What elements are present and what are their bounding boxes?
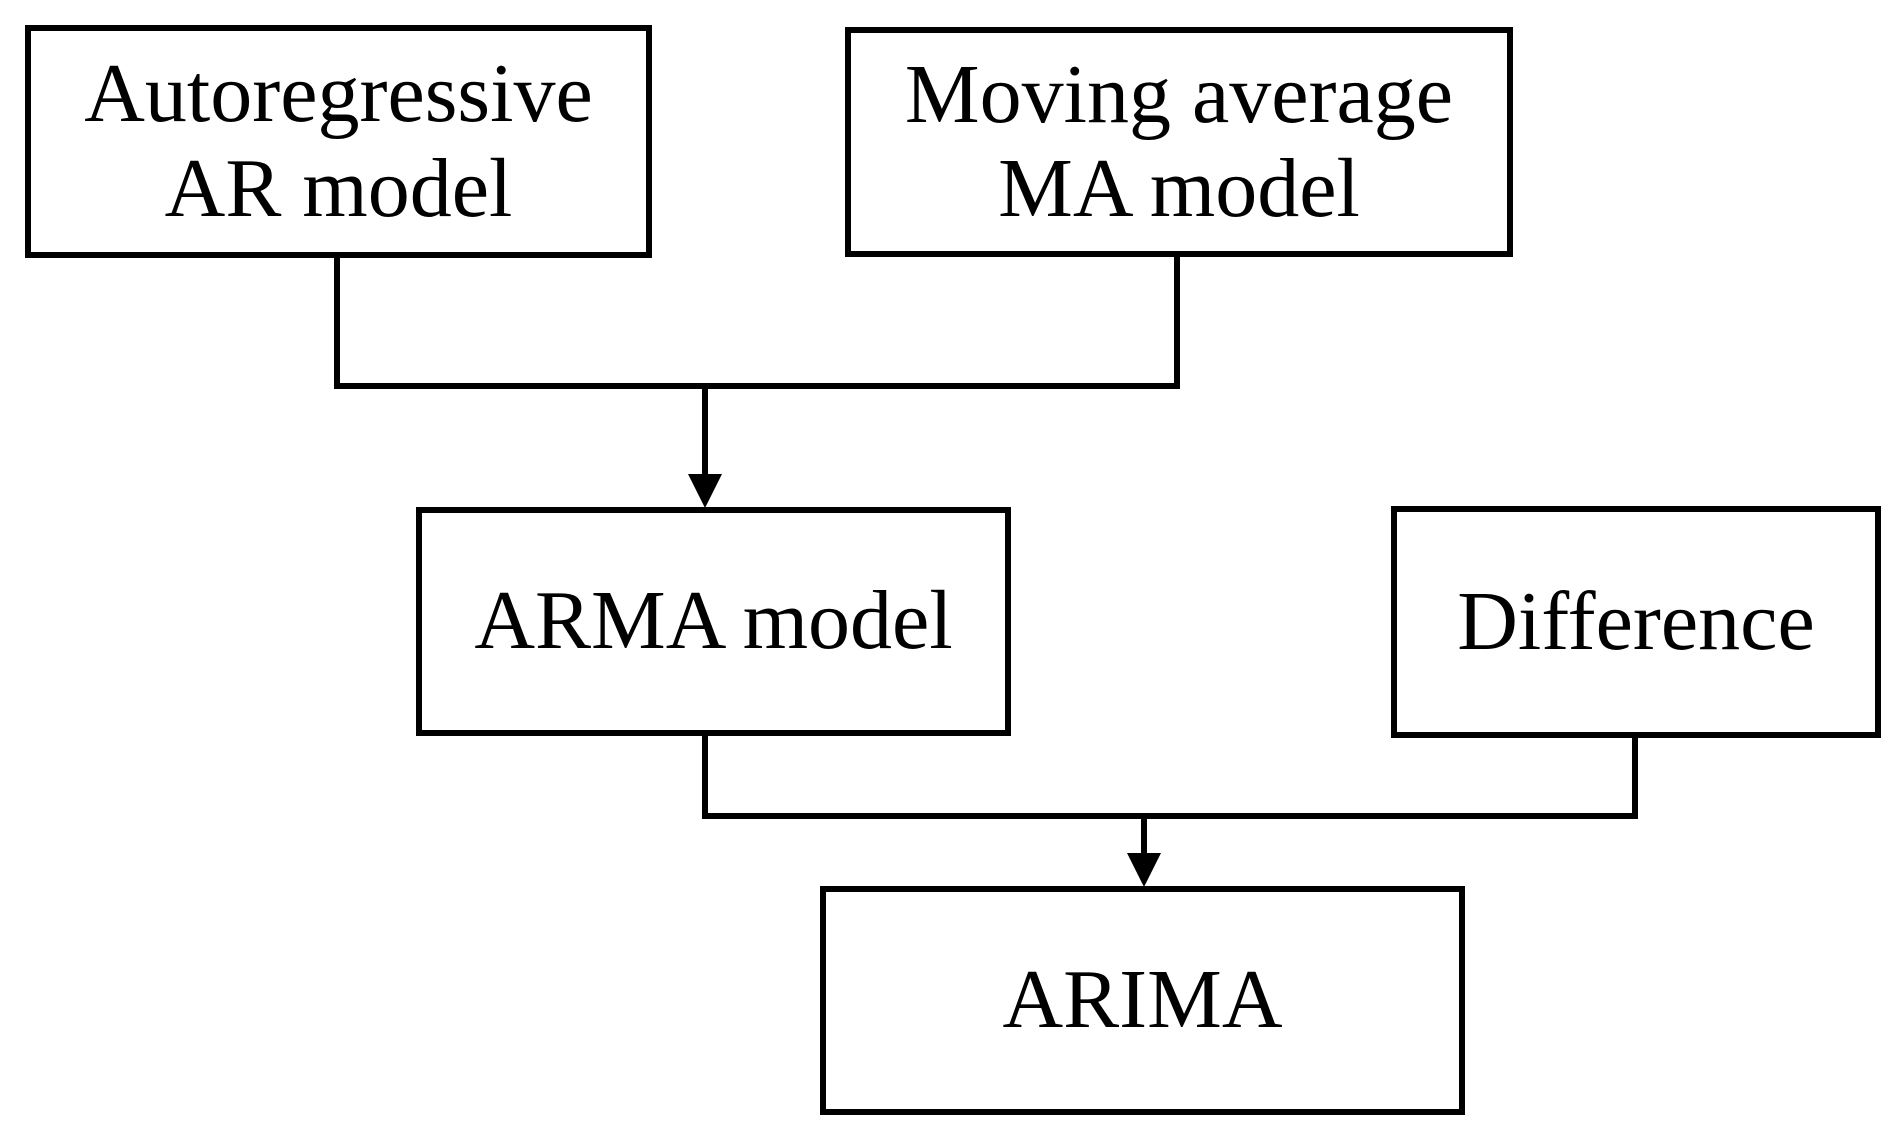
node-arima: ARIMA [820,886,1465,1115]
node-arma-label: ARMA model [474,574,953,668]
connector-junction-bar-1 [334,383,1180,389]
connector-arma-drop [702,735,708,819]
node-ma-label-line2: MA model [998,142,1360,235]
node-autoregressive-ar-model: Autoregressive AR model [25,25,652,258]
node-arima-label: ARIMA [1002,953,1283,1047]
node-ma-label-line1: Moving average [904,47,1454,141]
connector-junction-bar-2 [702,813,1638,819]
node-difference-label: Difference [1457,574,1815,668]
down-arrowhead-icon-arma [688,474,722,508]
connector-ma-drop [1174,255,1180,389]
node-moving-average-ma-model: Moving average MA model [845,27,1513,257]
connector-difference-drop [1632,737,1638,819]
node-arma-model: ARMA model [416,507,1011,736]
node-ar-label-line1: Autoregressive [84,47,593,141]
node-ar-label-line2: AR model [164,141,513,235]
node-difference: Difference [1391,506,1881,738]
down-arrowhead-icon-arima [1127,853,1161,887]
connector-arma-arrow-stem [702,389,708,477]
connector-ar-drop [334,257,340,389]
connector-arima-arrow-stem [1141,819,1147,854]
